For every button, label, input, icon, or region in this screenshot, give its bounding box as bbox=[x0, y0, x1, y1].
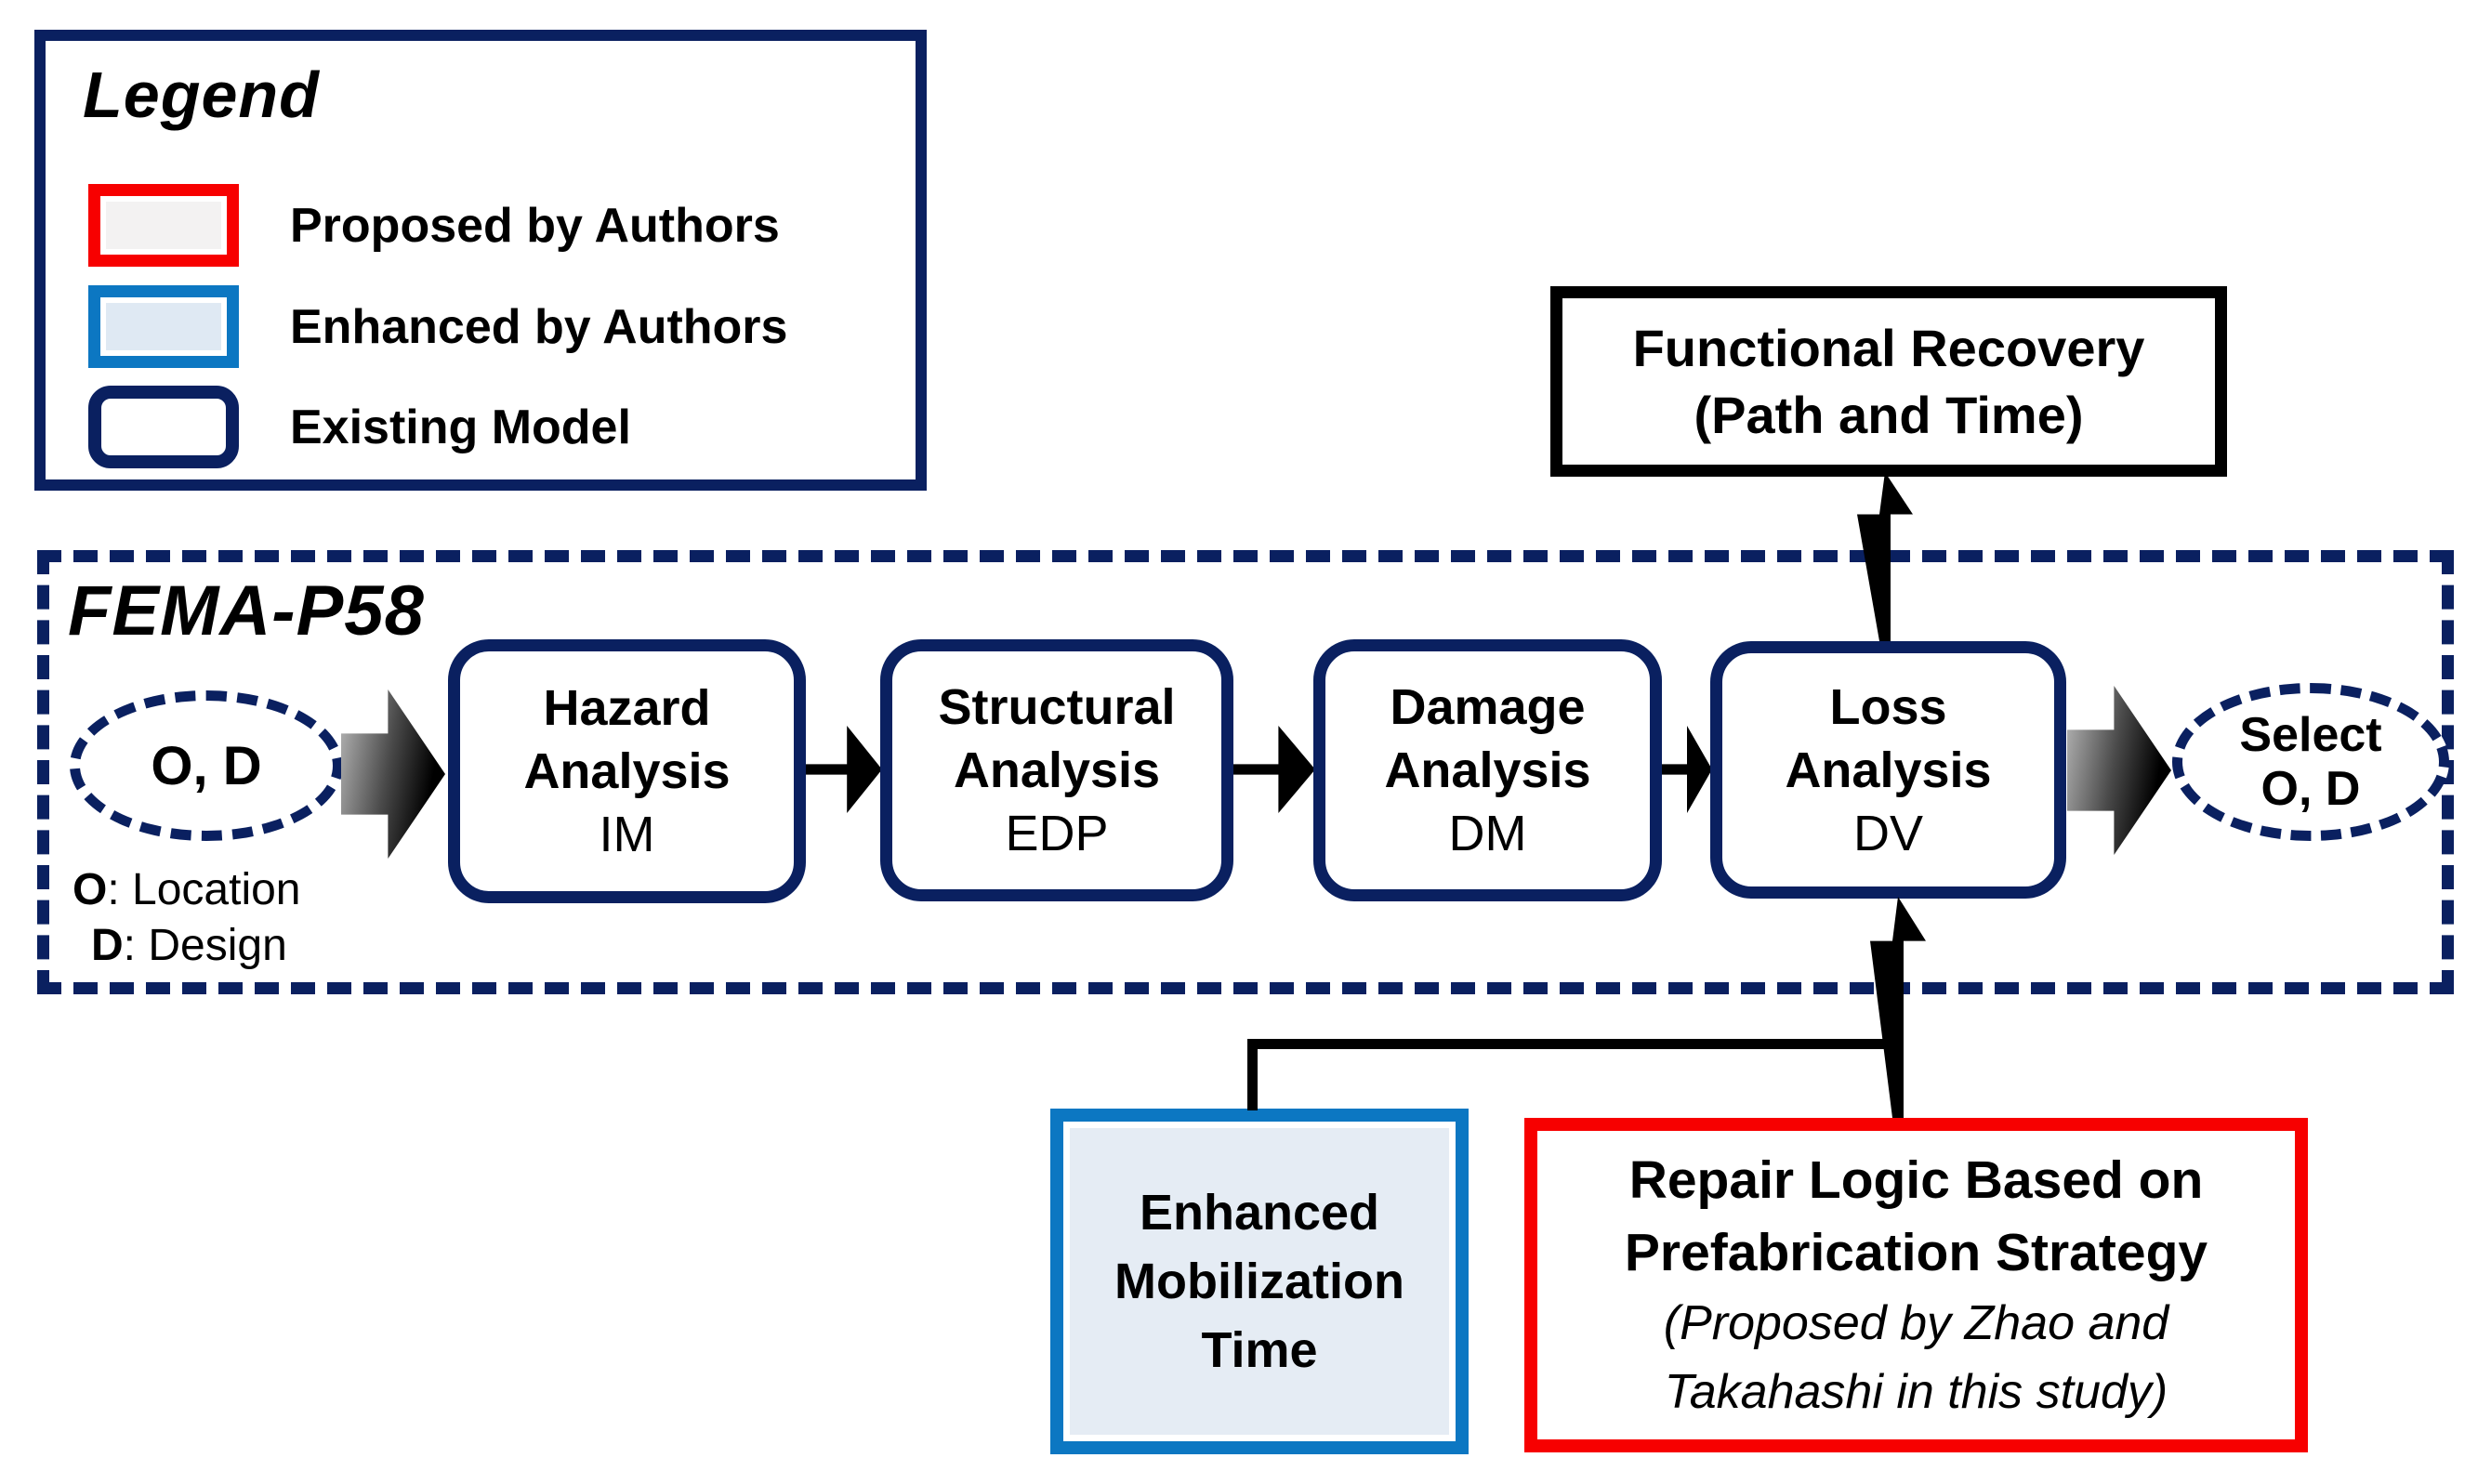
fema-p58-title: FEMA-P58 bbox=[68, 571, 425, 650]
step-abbr: IM bbox=[599, 807, 655, 862]
legend-item-existing: Existing Model bbox=[88, 386, 631, 468]
enhanced-line2: Mobilization bbox=[1114, 1254, 1404, 1309]
legend-title: Legend bbox=[83, 59, 320, 131]
proposed-swatch-icon bbox=[88, 184, 239, 267]
functional-recovery-box: Functional Recovery (Path and Time) bbox=[1550, 286, 2227, 477]
od-note-design: D: Design bbox=[72, 918, 301, 974]
select-od-line2: O, D bbox=[2260, 762, 2361, 816]
step-title: Damage bbox=[1390, 679, 1586, 735]
legend-item-label: Existing Model bbox=[290, 400, 631, 454]
enhanced-line1: Enhanced bbox=[1139, 1185, 1380, 1241]
functional-recovery-line1: Functional Recovery bbox=[1632, 318, 2145, 377]
step-title: Analysis bbox=[1785, 742, 1992, 798]
legend-item-label: Enhanced by Authors bbox=[290, 299, 788, 354]
step-abbr: DV bbox=[1852, 805, 1923, 861]
enhanced-mobilization-box: Enhanced Mobilization Time bbox=[1050, 1109, 1469, 1454]
legend-item-proposed: Proposed by Authors bbox=[88, 184, 780, 267]
od-note-desc: : Location bbox=[107, 865, 301, 914]
repair-line3: (Proposed by Zhao and bbox=[1663, 1296, 2169, 1350]
legend-item-enhanced: Enhanced by Authors bbox=[88, 285, 787, 368]
od-notes: O: Location D: Design bbox=[72, 862, 301, 974]
repair-line4: Takahashi in this study) bbox=[1664, 1365, 2168, 1419]
step-title: Analysis bbox=[953, 742, 1161, 798]
repair-logic-box: Repair Logic Based on Prefabrication Str… bbox=[1524, 1118, 2308, 1452]
od-note-key: O bbox=[72, 865, 108, 914]
connector-line bbox=[1247, 1039, 1904, 1049]
od-input-label: O, D bbox=[151, 735, 262, 796]
enhanced-line3: Time bbox=[1201, 1322, 1318, 1378]
step-title: Structural bbox=[938, 679, 1176, 735]
od-input-ellipse: O, D bbox=[70, 690, 343, 841]
step-title: Hazard bbox=[543, 680, 711, 736]
repair-line2: Prefabrication Strategy bbox=[1624, 1223, 2208, 1282]
select-od-line1: Select bbox=[2239, 707, 2382, 762]
repair-line1: Repair Logic Based on bbox=[1628, 1150, 2204, 1210]
od-note-key: D bbox=[91, 921, 124, 970]
select-od-ellipse: Select O, D bbox=[2172, 683, 2449, 841]
step-abbr: DM bbox=[1448, 806, 1527, 861]
hazard-analysis-box: Hazard Analysis IM bbox=[448, 639, 806, 903]
step-abbr: EDP bbox=[1005, 806, 1109, 861]
od-note-desc: : Design bbox=[123, 921, 287, 970]
loss-analysis-box: Loss Analysis DV bbox=[1710, 641, 2066, 899]
enhanced-swatch-icon bbox=[88, 285, 239, 368]
existing-swatch-icon bbox=[88, 386, 239, 468]
od-note-location: O: Location bbox=[72, 862, 301, 918]
connector-line bbox=[1247, 1049, 1258, 1110]
fema-p58-region bbox=[37, 550, 2454, 994]
damage-analysis-box: Damage Analysis DM bbox=[1313, 639, 1662, 901]
step-title: Analysis bbox=[523, 743, 731, 799]
functional-recovery-line2: (Path and Time) bbox=[1694, 385, 2084, 444]
legend-panel: Legend Proposed by Authors Enhanced by A… bbox=[34, 30, 927, 491]
step-title: Analysis bbox=[1384, 742, 1591, 798]
structural-analysis-box: Structural Analysis EDP bbox=[880, 639, 1233, 901]
step-title: Loss bbox=[1829, 678, 1947, 735]
legend-item-label: Proposed by Authors bbox=[290, 198, 780, 253]
